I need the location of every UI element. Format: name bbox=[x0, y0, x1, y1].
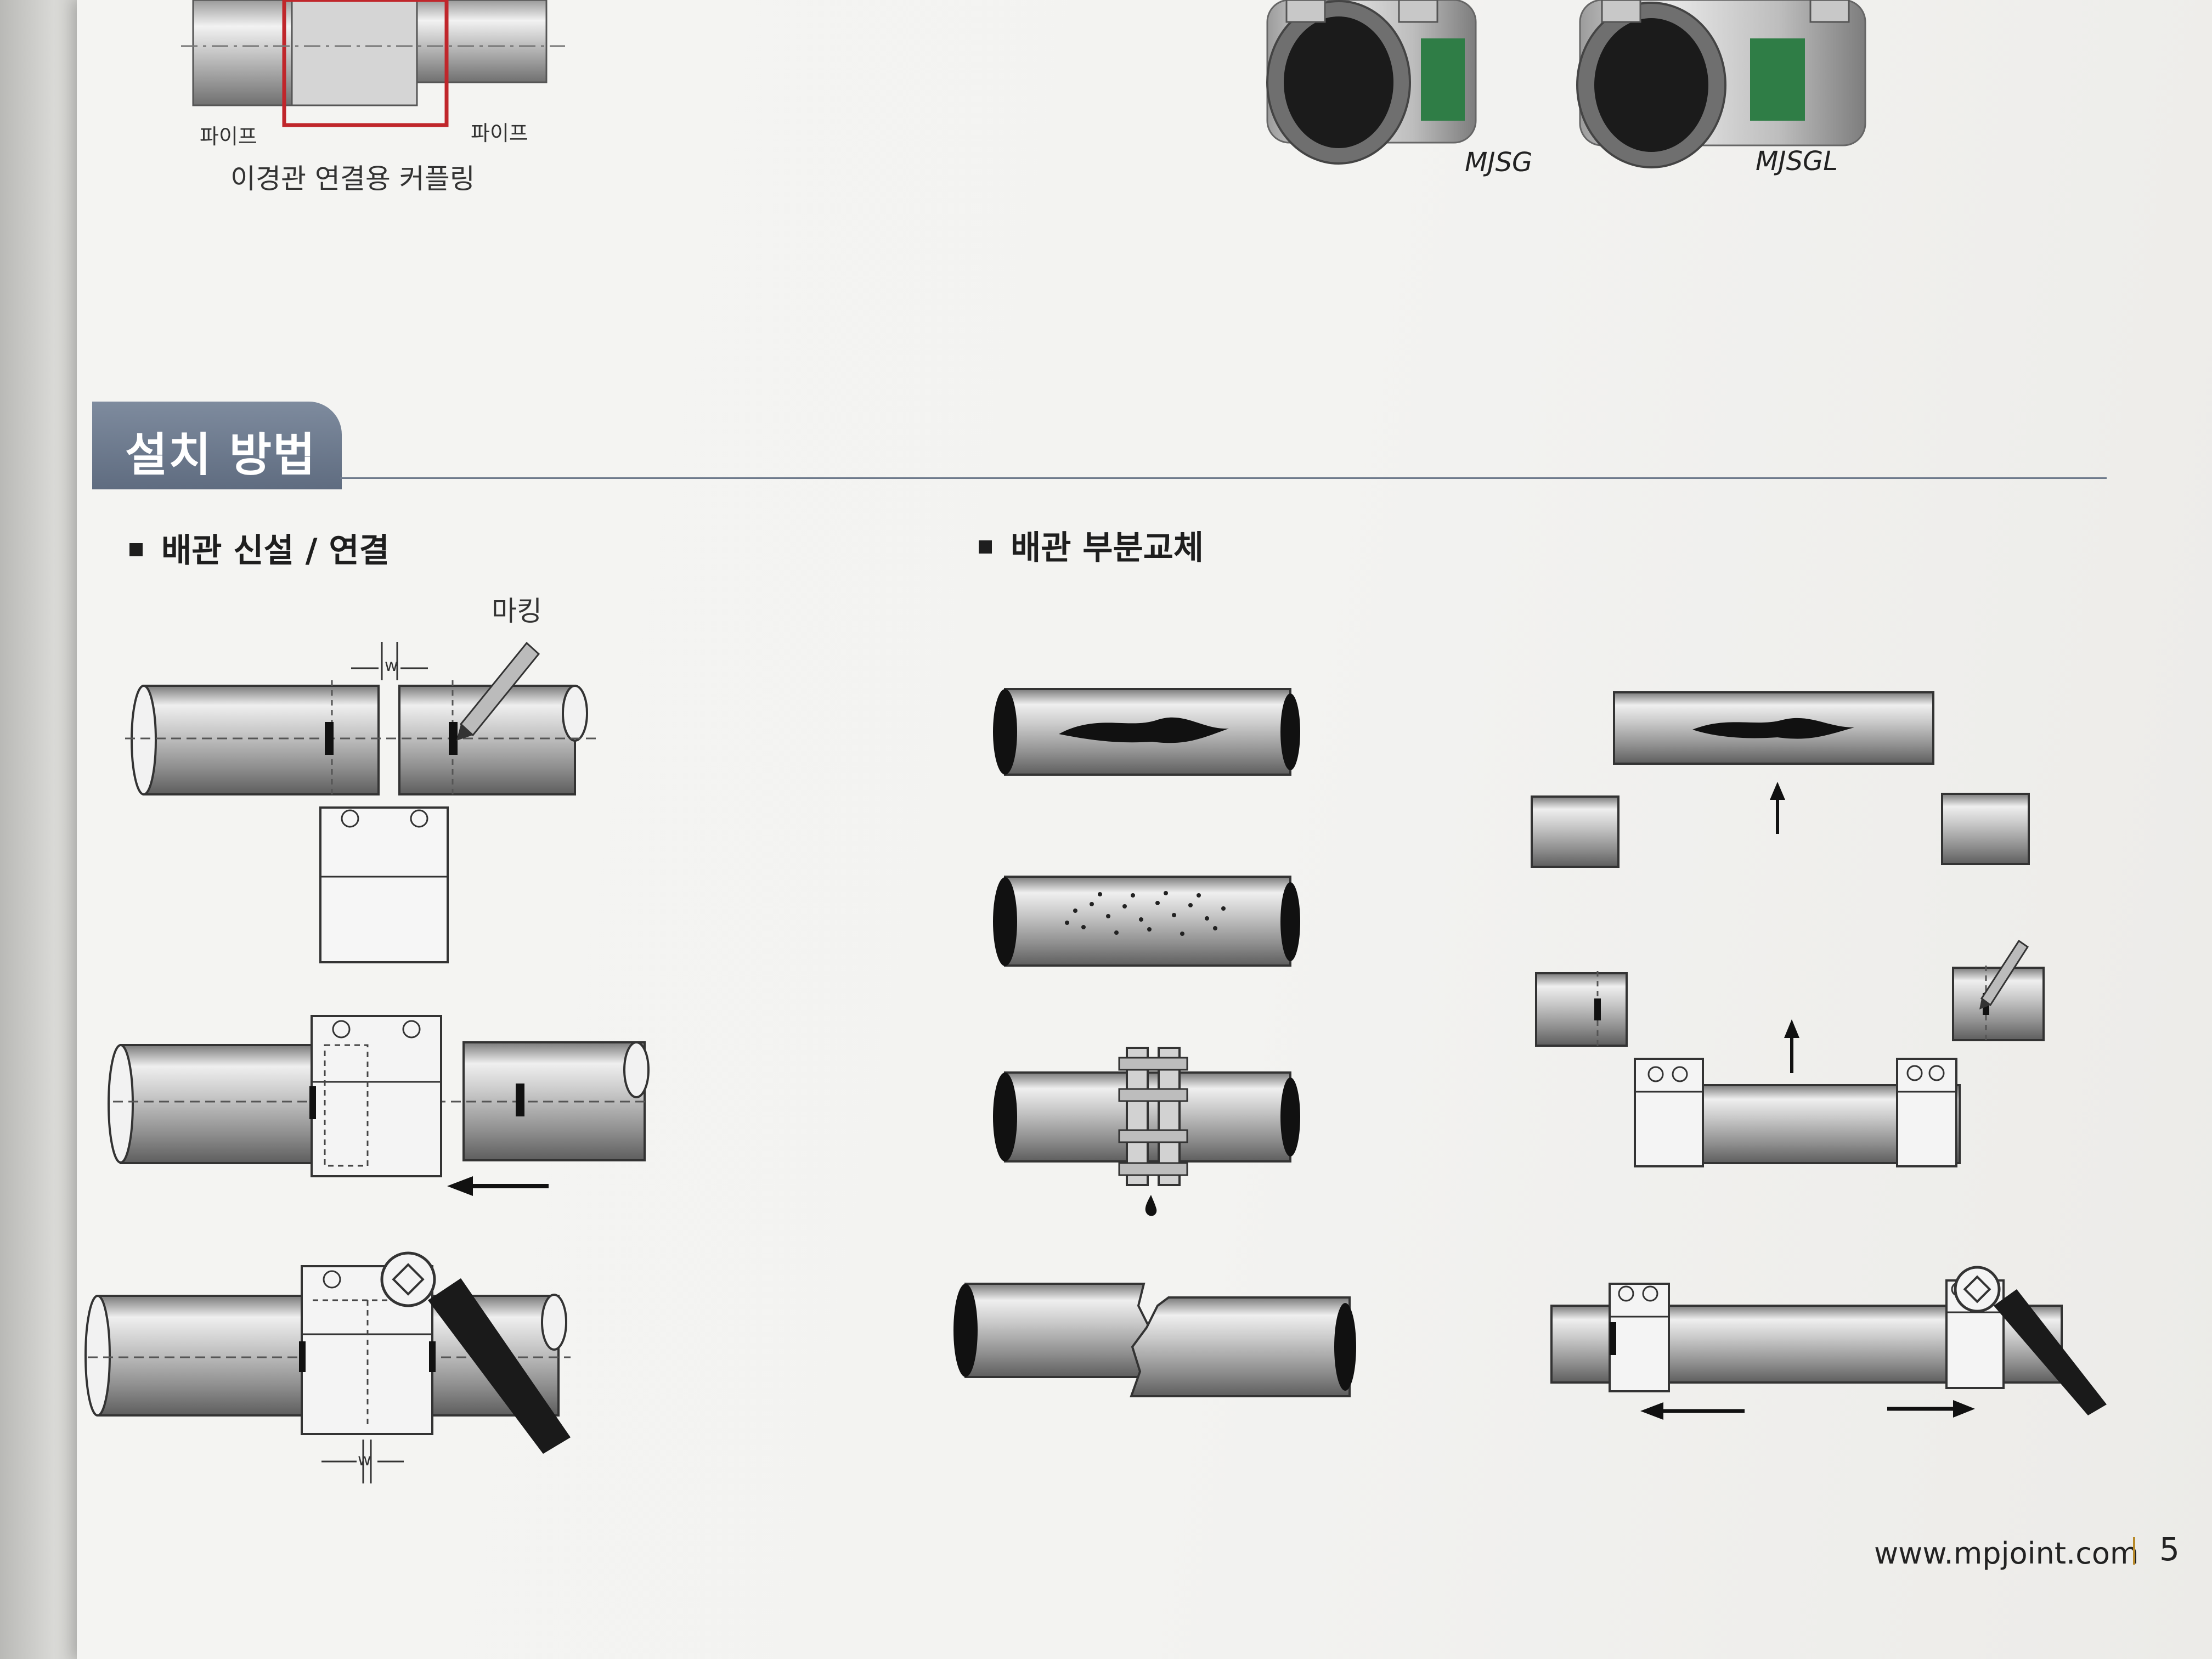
replace-removed-section bbox=[1613, 691, 1934, 834]
square-bullet-icon bbox=[129, 543, 143, 556]
product-name-mjsgl: MJSGL bbox=[1756, 146, 1838, 177]
replace-remaining-ends bbox=[1531, 793, 2030, 868]
step2-slide-coupling bbox=[108, 1015, 650, 1196]
step1-coupling bbox=[319, 806, 449, 963]
gap-label-bottom: w bbox=[358, 1451, 371, 1470]
product-name-mjsg: MJSG bbox=[1465, 147, 1533, 178]
subsection-new-piping: 배관 신설 / 연결 bbox=[129, 524, 390, 572]
step1-pipes-with-gap bbox=[125, 641, 598, 795]
pipe-label-left: 파이프 bbox=[200, 125, 257, 149]
marking-label: 마킹 bbox=[492, 595, 542, 627]
pipe-label-right: 파이프 bbox=[471, 121, 528, 145]
gap-label-top: w bbox=[385, 656, 398, 675]
reducer-coupling-diagram bbox=[181, 0, 565, 127]
page-number: 5 bbox=[2159, 1531, 2180, 1568]
section-header-tab: 설치 방법 bbox=[92, 402, 342, 489]
replace-new-pipe-with-couplings bbox=[1634, 1019, 1961, 1167]
replace-mark-ends bbox=[1535, 939, 2045, 1048]
product-photo-mjsgl bbox=[1576, 0, 1866, 168]
product-photo-mjsg bbox=[1266, 0, 1477, 165]
damage-crack-pipe bbox=[993, 688, 1300, 776]
section-divider bbox=[340, 477, 2107, 479]
footer-separator bbox=[2133, 1537, 2135, 1565]
subsection-partial-replace-title: 배관 부분교체 bbox=[1011, 529, 1204, 567]
section-title: 설치 방법 bbox=[125, 428, 317, 482]
damage-broken-pipe bbox=[953, 1283, 1356, 1397]
step3-tighten bbox=[84, 1251, 571, 1483]
damage-corrosion-pipe bbox=[993, 876, 1300, 967]
damage-flange-leak-pipe bbox=[993, 1047, 1300, 1216]
coupling-caption: 이경관 연결용 커플링 bbox=[230, 163, 475, 195]
replace-tighten bbox=[1550, 1266, 2107, 1420]
square-bullet-icon bbox=[979, 540, 992, 554]
book-spine-shadow bbox=[0, 0, 77, 1659]
footer-url[interactable]: www.mpjoint.com bbox=[1874, 1536, 2139, 1571]
subsection-new-piping-title: 배관 신설 / 연결 bbox=[161, 532, 390, 570]
subsection-partial-replace: 배관 부분교체 bbox=[979, 521, 1204, 569]
